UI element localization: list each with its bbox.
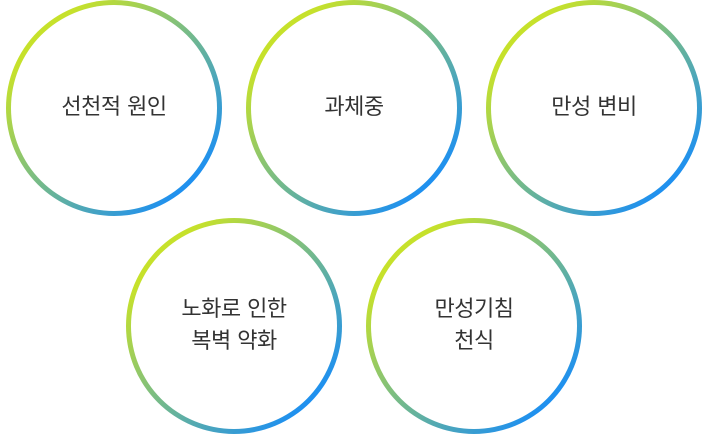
- circle-label-line-2: 천식: [454, 329, 494, 354]
- circle-label-line-1: 노화로 인한: [181, 297, 287, 322]
- cause-circle-overweight: 과체중: [246, 0, 462, 216]
- cause-circle-congenital: 선천적 원인: [6, 0, 222, 216]
- cause-circle-chronic-cough: 만성기침 천식: [366, 218, 582, 434]
- circle-content: 만성 변비: [491, 5, 697, 211]
- circle-label-line-1: 만성기침: [434, 297, 514, 322]
- circle-label-line-2: 복벽 약화: [191, 329, 277, 354]
- circle-content: 선천적 원인: [11, 5, 217, 211]
- circle-label: 선천적 원인: [61, 95, 167, 120]
- circle-content: 과체중: [251, 5, 457, 211]
- circle-content: 노화로 인한 복벽 약화: [131, 223, 337, 429]
- circle-label: 만성 변비: [551, 95, 637, 120]
- cause-circle-aging: 노화로 인한 복벽 약화: [126, 218, 342, 434]
- circle-label: 과체중: [324, 95, 384, 120]
- cause-circle-constipation: 만성 변비: [486, 0, 702, 216]
- circle-content: 만성기침 천식: [371, 223, 577, 429]
